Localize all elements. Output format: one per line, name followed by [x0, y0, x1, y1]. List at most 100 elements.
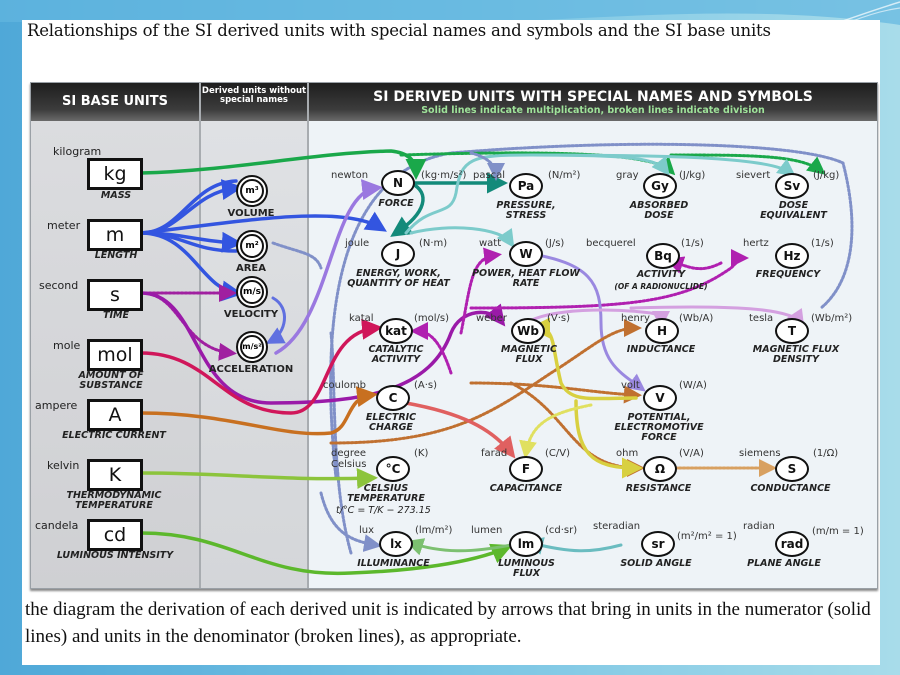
unit-symbol: °C	[376, 456, 410, 482]
unit-expression: (K)	[414, 448, 429, 459]
unit-name: lumen	[471, 525, 503, 536]
unit-symbol: m/s	[240, 280, 264, 304]
unit-symbol: W	[509, 241, 543, 267]
unit-expression: (1/Ω)	[813, 448, 839, 459]
unit-symbol: lm	[509, 531, 543, 557]
slide-caption: the diagram the derivation of each deriv…	[25, 599, 871, 647]
unit-label: AREA	[235, 263, 266, 274]
unit-symbol: T	[775, 318, 809, 344]
unit-expression: (m/m = 1)	[812, 526, 864, 537]
unit-symbol: S	[775, 456, 809, 482]
unit-quantity: POWER, HEAT FLOW RATE	[472, 268, 580, 289]
base-unit-quantity: LUMINOUS INTENSITY	[56, 550, 174, 561]
unit-name: ohm	[616, 448, 639, 459]
unit-symbol: sr	[641, 531, 675, 557]
header-base-units: SI BASE UNITS	[31, 83, 199, 121]
unit-quantity: CELSIUS TEMPERATURE	[347, 483, 425, 504]
unit-name: katal	[349, 313, 374, 324]
unit-name: pascal	[473, 170, 506, 181]
unit-expression: (m²/m² = 1)	[677, 531, 737, 542]
unit-name: tesla	[749, 313, 774, 324]
slide-title: Relationships of the SI derived units wi…	[27, 21, 771, 40]
base-unit-name: candela	[35, 519, 79, 532]
unit-circle: m/s	[236, 276, 268, 308]
unit-expression: (Wb/A)	[679, 313, 714, 324]
unit-label: VELOCITY	[223, 309, 279, 320]
unit-expression: (N·m)	[419, 238, 448, 249]
header-no-special-names: Derived units without special names	[201, 83, 307, 121]
column-divider	[307, 83, 309, 588]
unit-label: ACCELERATION	[208, 364, 294, 375]
base-unit-quantity: TIME	[103, 310, 129, 321]
unit-quantity: LUMINOUS FLUX	[498, 558, 555, 579]
unit-name: degree Celsius	[331, 448, 367, 470]
unit-name: lux	[359, 525, 375, 536]
unit-quantity: ACTIVITY	[636, 269, 686, 280]
celsius-formula: t/°C = T/K − 273.15	[336, 505, 431, 516]
unit-name: hertz	[743, 238, 769, 249]
base-unit-quantity: LENGTH	[94, 250, 138, 261]
unit-symbol: lx	[379, 531, 413, 557]
unit-symbol: H	[645, 318, 679, 344]
unit-name: henry	[621, 313, 650, 324]
unit-label: VOLUME	[227, 208, 275, 219]
unit-expression: (V/A)	[679, 448, 704, 459]
base-unit-quantity: THERMODYNAMIC TEMPERATURE	[66, 490, 162, 511]
unit-name: joule	[345, 238, 370, 249]
unit-expression: (1/s)	[811, 238, 834, 249]
unit-name: steradian	[593, 521, 641, 532]
unit-name: weber	[476, 313, 507, 324]
connection-lines	[139, 142, 854, 576]
unit-symbol: m²	[240, 234, 264, 258]
unit-symbol: Sv	[775, 173, 809, 199]
unit-symbol: Gy	[643, 173, 677, 199]
base-unit-symbol: kg	[87, 158, 143, 190]
unit-name: watt	[479, 238, 502, 249]
unit-symbol: Pa	[509, 173, 543, 199]
si-units-diagram: SI BASE UNITS Derived units without spec…	[30, 82, 878, 589]
unit-quantity: ELECTRIC CHARGE	[365, 412, 417, 433]
unit-name: coulomb	[323, 380, 366, 391]
base-unit-quantity: MASS	[100, 190, 132, 201]
base-unit-symbol: mol	[87, 339, 143, 371]
base-unit-symbol: m	[87, 219, 143, 251]
unit-name: siemens	[739, 448, 781, 459]
unit-quantity: PLANE ANGLE	[747, 558, 821, 569]
unit-quantity: ABSORBED DOSE	[629, 200, 689, 221]
unit-quantity: INDUCTANCE	[626, 344, 696, 355]
unit-symbol: Hz	[775, 243, 809, 269]
unit-expression: (Wb/m²)	[811, 313, 853, 324]
unit-expression: (J/kg)	[813, 170, 840, 181]
unit-symbol: V	[643, 385, 677, 411]
base-unit-quantity: ELECTRIC CURRENT	[62, 430, 166, 441]
base-unit-name: meter	[47, 219, 81, 232]
base-unit-symbol: s	[87, 279, 143, 311]
base-unit-quantity: AMOUNT OF SUBSTANCE	[78, 370, 144, 391]
unit-name: gray	[616, 170, 639, 181]
unit-quantity: POTENTIAL, ELECTROMOTIVE FORCE	[614, 412, 704, 443]
unit-symbol: kat	[379, 318, 413, 344]
base-unit-name: mole	[53, 339, 81, 352]
unit-note: (OF A RADIONUCLIDE)	[614, 282, 708, 291]
header-derived-subtitle: Solid lines indicate multiplication, bro…	[421, 105, 765, 116]
base-unit-name: kilogram	[53, 145, 102, 158]
base-unit-symbol: A	[87, 399, 143, 431]
header-derived-title: SI DERIVED UNITS WITH SPECIAL NAMES AND …	[373, 89, 813, 105]
base-unit-symbol: K	[87, 459, 143, 491]
unit-expression: (A·s)	[414, 380, 438, 391]
unit-quantity: ILLUMINANCE	[357, 558, 430, 569]
unit-expression: (kg·m/s²)	[421, 170, 467, 181]
unit-expression: (J/kg)	[679, 170, 706, 181]
unit-quantity: CAPACITANCE	[489, 483, 563, 494]
unit-name: radian	[743, 521, 775, 532]
unit-symbol: m³	[240, 179, 264, 203]
unit-quantity: SOLID ANGLE	[620, 558, 692, 569]
header-derived-units: SI DERIVED UNITS WITH SPECIAL NAMES AND …	[309, 83, 877, 121]
unit-name: farad	[481, 448, 508, 459]
unit-quantity: MAGNETIC FLUX	[500, 344, 558, 365]
unit-expression: (V·s)	[547, 313, 571, 324]
unit-quantity: ENERGY, WORK, QUANTITY OF HEAT	[347, 268, 450, 289]
unit-quantity: MAGNETIC FLUX DENSITY	[752, 344, 840, 365]
unit-quantity: RESISTANCE	[625, 483, 692, 494]
base-unit-name: kelvin	[47, 459, 80, 472]
